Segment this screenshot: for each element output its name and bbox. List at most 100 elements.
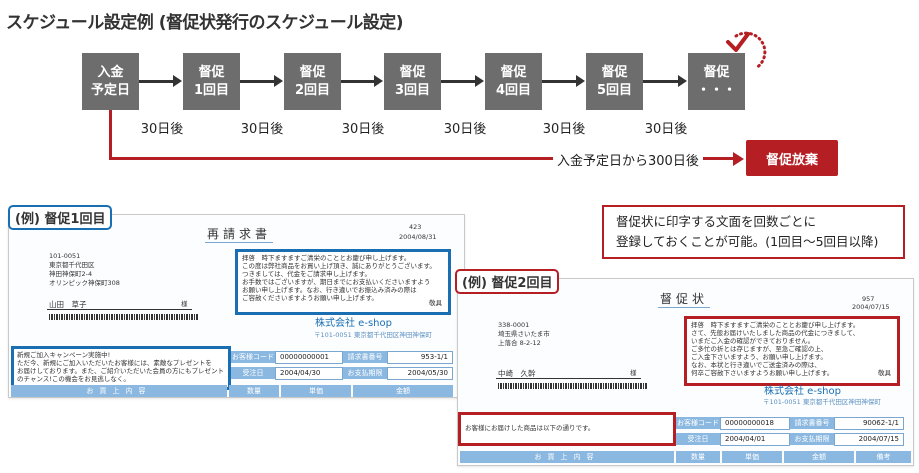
repeat-loop-icon [726, 31, 767, 70]
document-number: 423 [409, 223, 422, 231]
order-date: 2004/04/01 [720, 433, 790, 446]
arrow-right-icon [678, 75, 687, 87]
shop-name: 株式会社 e-shop [764, 386, 841, 397]
campaign-line: のチャンス!この機会をお見逃しなく。 [17, 375, 130, 383]
interval-label: 30日後 [140, 122, 184, 137]
customer-code: 00000000018 [720, 417, 790, 430]
reminder-message-box: 拝啓 時下ますますご清栄のこととお慶び申し上げます。 この度は弊社商品をお買い上… [235, 249, 451, 315]
message-line: いまだご入金の確認ができておりません。 [691, 337, 815, 345]
flow-arrow [643, 80, 678, 83]
flow-step-line1: 入金 [97, 64, 124, 80]
due-date: 2004/07/15 [834, 433, 904, 446]
flow-step-line1: 督促 [299, 64, 326, 80]
order-date-label: 受注日 [231, 367, 275, 379]
flow-arrow [341, 80, 374, 83]
interval-label: 30日後 [542, 122, 586, 137]
arrow-right-icon [274, 75, 283, 87]
flow-arrow [542, 80, 576, 83]
postal-barcode [49, 314, 199, 320]
column-header: 単価 [722, 451, 782, 463]
abandon-path-vertical [109, 110, 112, 160]
honorific: 様 [181, 300, 188, 308]
column-header: 金額 [353, 385, 453, 397]
arrow-right-icon [475, 75, 484, 87]
recipient-name: 中崎 久幹 [498, 369, 536, 378]
flow-step-line2: 5回目 [596, 82, 633, 98]
document-date: 2004/08/31 [399, 233, 437, 241]
postal-barcode [498, 383, 648, 389]
flow-step-reminder-4: 督促 4回目 [485, 53, 542, 110]
shop-name: 株式会社 e-shop [315, 318, 392, 329]
due-date-label: お支払期限 [343, 367, 387, 379]
invoice-no-label: 請求書番号 [790, 417, 834, 429]
column-header: お買上内容 [11, 385, 227, 397]
message-line: お手数ではございますが、期日までにお支払いくださいますよう [242, 278, 431, 286]
flow-step-line2: 予定日 [90, 82, 130, 98]
flow-step-line1: 督促 [500, 64, 527, 80]
flow-step-line1: 督促 [198, 64, 225, 80]
invoice-no: 90062-1/1 [834, 417, 904, 430]
reminder-document-1: 再請求書 423 2004/08/31 101-0051 東京都千代田区 神田神… [8, 214, 465, 398]
closing: 敬具 [878, 369, 891, 377]
message-line: お願い申し上げます。なお、行き違いでお振込み済みの際は [242, 286, 417, 294]
message-line: 何卒ご容赦下さいますようお願い申し上げます。 [691, 369, 834, 377]
message-line: この度は弊社商品をお買い上げ頂き、誠にありがとうございます。 [242, 262, 436, 270]
column-header: 単価 [281, 385, 351, 397]
order-date: 2004/04/30 [275, 367, 343, 380]
flow-step-line1: 督促 [601, 64, 628, 80]
example-2-tag: (例) 督促2回目 [455, 269, 560, 294]
reminder-abandon-box: 督促放棄 [746, 140, 838, 176]
flow-step-line2: ・・・ [696, 82, 736, 98]
customer-code-label: お客様コード [676, 417, 720, 429]
message-line: ご容赦くださいますようお願い申し上げます。 [242, 294, 378, 302]
reminder-message-box: 拝啓 時下ますますご清栄のこととお慶び申し上げます。 さて、先般お届けいたしまし… [684, 316, 900, 386]
column-header: お買上内容 [460, 451, 674, 463]
flow-step-reminder-more: 督促 ・・・ [688, 53, 745, 110]
note-line: 督促状に印字する文面を回数ごとに [616, 214, 817, 229]
due-date-label: お支払期限 [790, 433, 834, 445]
arrow-right-icon [173, 75, 182, 87]
arrow-right-icon [733, 152, 744, 166]
interval-label: 30日後 [240, 122, 284, 137]
flow-arrow [441, 80, 475, 83]
address-line: オリンピック神保町308 [49, 279, 120, 287]
notice-line: お客様にお届けした商品は以下の通りです。 [465, 424, 595, 432]
flow-arrow [240, 80, 274, 83]
flow-step-reminder-5: 督促 5回目 [586, 53, 643, 110]
interval-label: 30日後 [341, 122, 385, 137]
column-header: 数量 [676, 451, 720, 463]
arrow-right-icon [576, 75, 585, 87]
reminder-document-2: 督促状 957 2004/07/15 338-0001 埼玉県さいたま市 上落合… [457, 278, 914, 466]
interval-label: 30日後 [644, 122, 688, 137]
message-line: 拝啓 時下ますますご清栄のこととお慶び申し上げます。 [242, 254, 411, 262]
flow-step-line2: 1回目 [193, 82, 230, 98]
flow-step-line2: 3回目 [394, 82, 431, 98]
flow-step-reminder-2: 督促 2回目 [284, 53, 341, 110]
note-box: 督促状に印字する文面を回数ごとに 登録しておくことが可能。(1回目～5回目以降) [602, 205, 905, 259]
flow-arrow [139, 80, 173, 83]
abandon-path-label: 入金予定日から300日後 [553, 150, 703, 169]
flow-step-reminder-3: 督促 3回目 [384, 53, 441, 110]
column-header: 金額 [784, 451, 854, 463]
customer-code-label: お客様コード [231, 351, 275, 363]
note-line: 登録しておくことが可能。(1回目～5回目以降) [616, 234, 879, 249]
message-line: 拝啓 時下ますますご清栄のこととお慶び申し上げます。 [691, 321, 860, 329]
name-underline [47, 309, 192, 310]
invoice-no-label: 請求書番号 [343, 351, 387, 363]
abandon-path-horizontal [109, 157, 734, 160]
message-line: ご多忙の折とは存じますが、至急ご確認の上、 [691, 345, 828, 353]
shop-contact: 〒101-0051 東京都千代田区神田神保町 [763, 398, 881, 406]
message-line: さて、先般お届けいたしました商品の代金につきまして、 [691, 329, 860, 337]
shop-contact: 〒101-0051 東京都千代田区神田神保町 [314, 331, 432, 339]
document-date: 2004/07/15 [852, 303, 890, 311]
document-number: 957 [862, 295, 875, 303]
address-line: 埼玉県さいたま市 [498, 330, 550, 338]
column-header: 数量 [229, 385, 279, 397]
invoice-no: 953-1/1 [387, 351, 453, 364]
campaign-message-box: 新規ご加入キャンペーン実施中! ただ今、新規にご加入いただいたお客様には、素敵な… [11, 346, 231, 390]
interval-label: 30日後 [443, 122, 487, 137]
campaign-line: 新規ご加入キャンペーン実施中! [17, 351, 111, 359]
recipient-name: 山田 草子 [49, 300, 87, 309]
flow-step-line2: 4回目 [495, 82, 532, 98]
message-line: つきましては、代金をご請求申し上げます。 [242, 270, 372, 278]
